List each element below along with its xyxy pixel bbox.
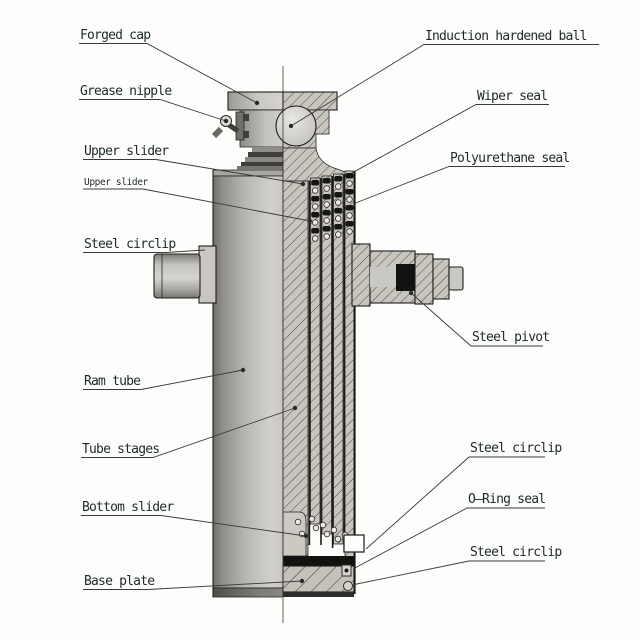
bottom-circlip — [343, 581, 353, 591]
label-wiper-seal: Wiper seal — [477, 89, 547, 104]
leader-bottom-slider — [81, 515, 307, 537]
left-pivot — [153, 245, 217, 304]
leader-grease-nipple — [79, 99, 227, 122]
label-ram-tube: Ram tube — [84, 374, 141, 389]
label-steel-pivot: Steel pivot — [472, 330, 549, 345]
nipple-stem — [227, 122, 240, 134]
right-pivot — [351, 243, 464, 307]
leader-polyurethane-seal — [352, 166, 565, 205]
nipple-tip — [211, 126, 224, 139]
leader-steel-circlip-right-2 — [351, 560, 545, 586]
leader-wiper-seal — [351, 104, 549, 174]
stage-wall — [333, 173, 344, 545]
labels: Forged cap Grease nipple Upper slider Up… — [80, 28, 587, 589]
label-bottom-slider: Bottom slider — [82, 500, 174, 515]
leader-o-ring-seal — [352, 507, 545, 570]
cap-top-left — [227, 91, 284, 111]
plunger-wall-section — [282, 180, 309, 557]
label-base-plate: Base plate — [84, 574, 155, 589]
label-upper-slider-2: Upper slider — [84, 177, 149, 188]
label-steel-circlip-right-1: Steel circlip — [470, 441, 562, 456]
label-tube-stages: Tube stages — [82, 442, 159, 457]
leader-ram-tube — [83, 369, 244, 390]
leader-tube-stages — [81, 407, 296, 458]
pivot-tip — [448, 266, 464, 291]
nipple-hinge — [243, 131, 249, 138]
leader-upper-slider — [83, 159, 304, 185]
step-ring — [237, 166, 283, 171]
step-ring — [252, 147, 283, 152]
barrel-bottom-band — [212, 587, 284, 598]
nipple-bracket — [235, 111, 245, 141]
label-steel-circlip-left: Steel circlip — [84, 237, 176, 252]
label-upper-slider: Upper slider — [84, 144, 169, 159]
leader-forged-cap — [79, 43, 258, 104]
label-steel-circlip-right-2: Steel circlip — [470, 545, 562, 560]
barrel-body — [212, 175, 284, 589]
left-pivot-barrel — [153, 253, 201, 299]
detail-box — [343, 534, 365, 553]
label-grease-nipple: Grease nipple — [80, 84, 172, 99]
step-ring — [245, 157, 283, 162]
left-pivot-flange — [198, 245, 217, 304]
o-ring-dot — [344, 568, 349, 573]
induction-hardened-ball — [275, 105, 317, 147]
leader-upper-slider-2 — [83, 188, 311, 222]
label-forged-cap: Forged cap — [80, 28, 151, 43]
pivot-collar — [414, 253, 434, 305]
stage-wall — [310, 177, 321, 525]
pivot-black-band — [396, 264, 416, 291]
pivot-flange — [351, 243, 371, 307]
pivot-collar-2 — [432, 258, 450, 300]
label-induction-ball: Induction hardened ball — [425, 29, 587, 44]
step-ring — [241, 162, 283, 166]
leader-steel-circlip-left — [83, 249, 206, 253]
grease-nipple — [211, 111, 249, 141]
leader-induction-ball — [290, 44, 599, 127]
black-band — [283, 556, 354, 566]
upper-slider-steps — [237, 147, 283, 171]
leader-steel-circlip-right-1 — [365, 456, 545, 550]
leader-base-plate — [83, 580, 303, 590]
label-o-ring-seal: O—Ring seal — [468, 492, 545, 507]
step-ring — [248, 152, 283, 157]
label-polyurethane-seal: Polyurethane seal — [450, 151, 569, 166]
base-bottom-strip — [283, 592, 354, 597]
nipple-hinge — [243, 114, 249, 121]
outer-barrel — [212, 169, 284, 598]
leader-lines — [79, 43, 599, 590]
leader-steel-pivot — [410, 292, 543, 347]
